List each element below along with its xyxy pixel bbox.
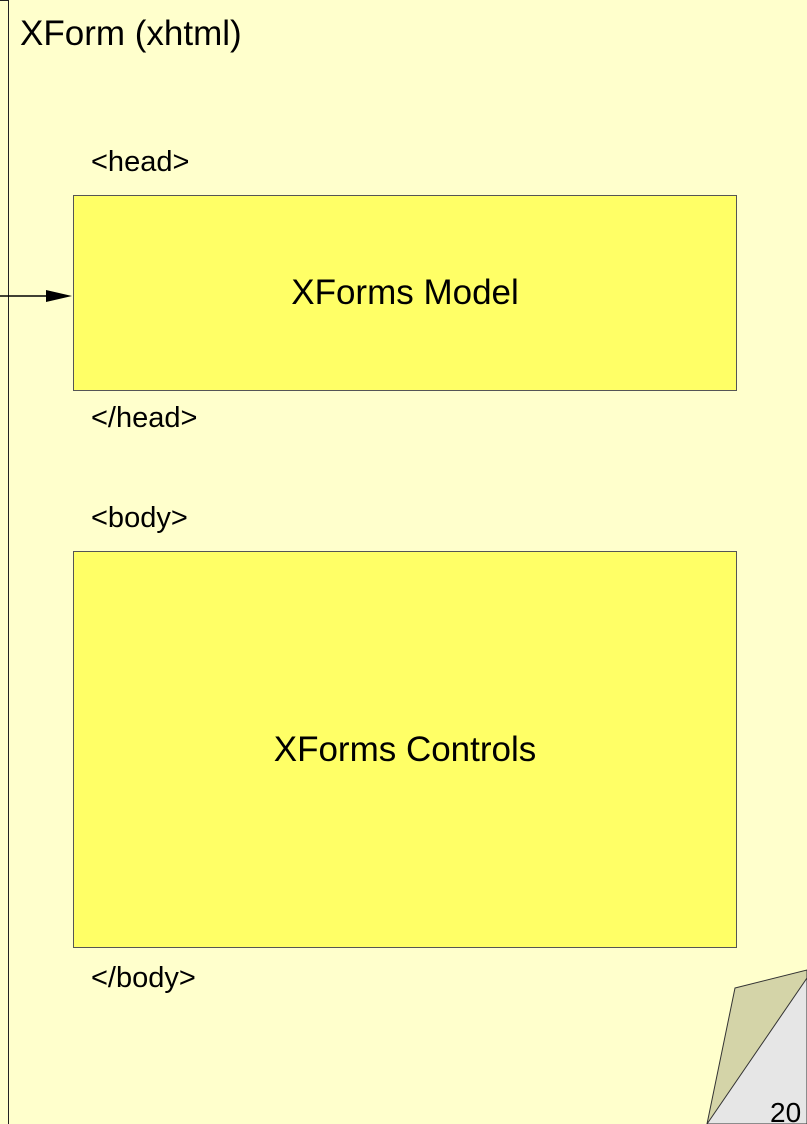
body-open-tag: <body>: [91, 502, 188, 534]
head-close-tag: </head>: [91, 402, 198, 434]
incoming-arrow-head: [46, 290, 72, 302]
xforms-controls-label: XForms Controls: [273, 729, 537, 769]
diagram-title: XForm (xhtml): [20, 14, 242, 53]
head-open-tag: <head>: [91, 146, 190, 178]
xforms-controls-box: XForms Controls: [73, 551, 737, 948]
xforms-model-box: XForms Model: [73, 195, 737, 391]
page-number: 20: [770, 1097, 801, 1124]
page-top-tick: [0, 0, 9, 1]
xforms-model-label: XForms Model: [291, 273, 519, 312]
body-close-tag: </body>: [91, 962, 196, 994]
page-curl-back: [706, 977, 807, 1124]
page-left-border: [8, 0, 9, 1124]
